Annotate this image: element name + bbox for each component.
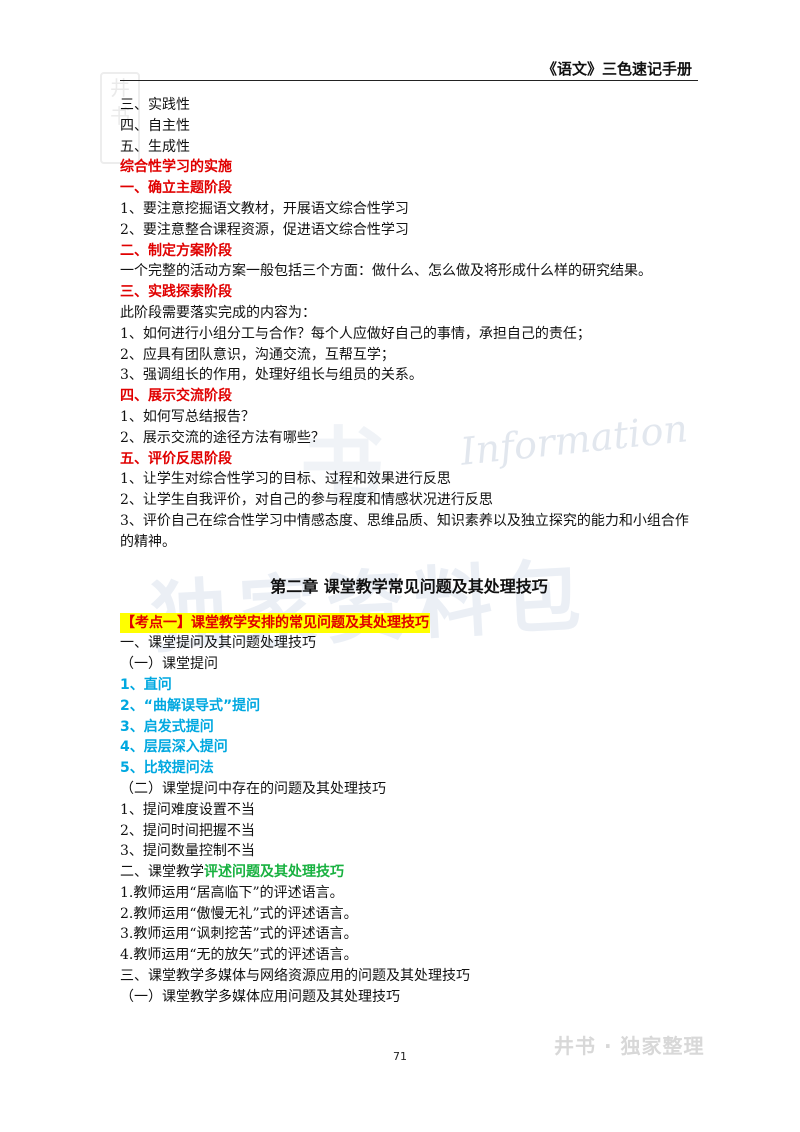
text-line: 1、让学生对综合性学习的目标、过程和效果进行反思 <box>120 471 451 488</box>
text-line: 四、自主性 <box>120 117 190 134</box>
section-heading: 一、确立主题阶段 <box>120 180 232 197</box>
section-heading: 四、展示交流阶段 <box>120 388 232 405</box>
mixed-heading-prefix: 二、课堂教学 <box>120 864 204 881</box>
question-type-item: 4、层层深入提问 <box>120 739 228 756</box>
text-line: 2、提问时间把握不当 <box>120 822 255 839</box>
section-heading: 五、评价反思阶段 <box>120 450 232 467</box>
question-type-item: 5、比较提问法 <box>120 760 214 777</box>
text-line: （一）课堂提问 <box>120 656 218 673</box>
text-line: 4.教师运用“无的放矢”式的评述语言。 <box>120 947 358 964</box>
page-number: 71 <box>393 1050 407 1063</box>
text-line: 2、展示交流的途径方法有哪些？ <box>120 429 325 446</box>
text-line: 1、如何写总结报告？ <box>120 408 255 425</box>
text-line: 1、要注意挖掘语文教材，开展语文综合性学习 <box>120 200 409 217</box>
text-line: 三、课堂教学多媒体与网络资源应用的问题及其处理技巧 <box>120 968 470 985</box>
section-heading: 三、实践探索阶段 <box>120 284 232 301</box>
kaodian-row: 【考点一】课堂教学安排的常见问题及其处理技巧 <box>120 612 698 634</box>
text-line: 1、提问难度设置不当 <box>120 801 255 818</box>
text-line: 此阶段需要落实完成的内容为： <box>120 304 316 321</box>
section-heading: 综合性学习的实施 <box>120 159 232 176</box>
section-commentary: 1.教师运用“居高临下”的评述语言。 2.教师运用“傲慢无礼”式的评述语言。 3.教… <box>120 883 698 1008</box>
question-type-item: 2、“曲解误导式”提问 <box>120 697 261 714</box>
section-heading: 二、制定方案阶段 <box>120 242 232 259</box>
mixed-heading: 二、课堂教学评述问题及其处理技巧 <box>120 862 698 883</box>
text-line: 2、要注意整合课程资源，促进语文综合性学习 <box>120 221 409 238</box>
text-line: 一、课堂提问及其问题处理技巧 <box>120 635 316 652</box>
kaodian-highlight: 【考点一】课堂教学安排的常见问题及其处理技巧 <box>120 612 430 633</box>
text-line: 3、强调组长的作用，处理好组长与组员的关系。 <box>120 367 423 384</box>
page-content: 三、实践性四、自主性五、生成性综合性学习的实施一、确立主题阶段 1、要注意挖掘语文… <box>120 95 698 1008</box>
question-type-item: 1、直问 <box>120 676 172 693</box>
section-integrated-learning: 三、实践性四、自主性五、生成性综合性学习的实施一、确立主题阶段 1、要注意挖掘语文… <box>120 95 698 553</box>
text-line: 一个完整的活动方案一般包括三个方面：做什么、怎么做及将形成什么样的研究结果。 <box>120 263 652 280</box>
text-line: 1、如何进行小组分工与合作？每个人应做好自己的事情，承担自己的责任； <box>120 325 591 342</box>
header-title: 《语文》三色速记手册 <box>541 60 692 78</box>
header-rule <box>120 80 698 81</box>
text-line: （二）课堂提问中存在的问题及其处理技巧 <box>120 780 386 797</box>
section-classroom-questions: 一、课堂提问及其问题处理技巧 （一）课堂提问 1、直问 2、“曲解误导式”提问 3、启发… <box>120 633 698 862</box>
text-line: （一）课堂教学多媒体应用问题及其处理技巧 <box>120 988 400 1005</box>
mixed-heading-highlight: 评述问题及其处理技巧 <box>204 864 344 881</box>
chapter-title: 第二章 课堂教学常见问题及其处理技巧 <box>270 576 548 596</box>
text-line: 3.教师运用“讽刺挖苦”式的评述语言。 <box>120 926 358 943</box>
text-line: 五、生成性 <box>120 138 190 155</box>
text-line: 1.教师运用“居高临下”的评述语言。 <box>120 884 344 901</box>
text-line: 2.教师运用“傲慢无礼”式的评述语言。 <box>120 905 358 922</box>
text-line: 2、让学生自我评价，对自己的参与程度和情感状况进行反思 <box>120 492 493 509</box>
text-line: 3、评价自己在综合性学习中情感态度、思维品质、知识素养以及独立探究的能力和小组合… <box>120 512 689 550</box>
text-line: 2、应具有团队意识，沟通交流，互帮互学； <box>120 346 395 363</box>
question-type-item: 3、启发式提问 <box>120 718 214 735</box>
text-line: 3、提问数量控制不当 <box>120 843 255 860</box>
text-line: 三、实践性 <box>120 97 190 113</box>
